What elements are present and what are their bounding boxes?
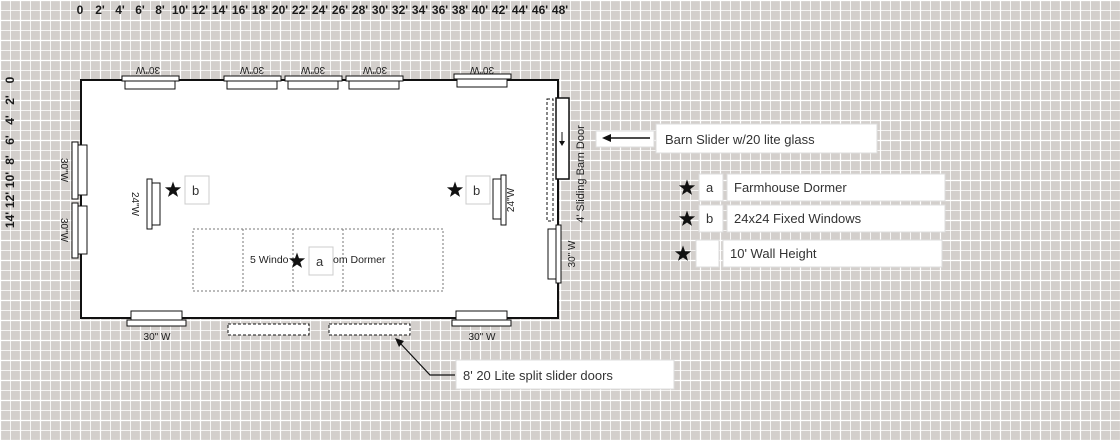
dormer-label-left: 5 Windo	[250, 254, 289, 266]
sliding-barn-door: 4' Sliding Barn Door	[546, 97, 587, 223]
window-bottom-1: 30" W	[126, 310, 187, 343]
window-left-2: 30"W	[58, 202, 88, 259]
top-ruler: 0 2' 4' 6' 8' 10' 12' 14' 16' 18' 20' 22' 24' 26' 28' 3…	[77, 3, 569, 17]
marker-key: a	[316, 254, 324, 269]
ruler-top-label: 44'	[512, 3, 528, 17]
window-label: 30"W	[362, 64, 387, 75]
legend-key: a	[706, 180, 714, 195]
ruler-left-label: 4'	[3, 115, 17, 125]
window-label: 24"W	[506, 187, 517, 212]
window-bottom-2: 30" W	[451, 310, 512, 343]
ruler-top-label: 8'	[155, 3, 165, 17]
star-icon	[164, 181, 182, 197]
ruler-top-label: 40'	[472, 3, 488, 17]
ruler-top-label: 46'	[532, 3, 548, 17]
window-top-5: 30"W	[453, 64, 512, 88]
marker-a-plan: a	[288, 246, 334, 276]
ruler-top-label: 42'	[492, 3, 508, 17]
bottom-windows: 30" W 30" W	[126, 310, 512, 343]
ruler-top-label: 0	[77, 3, 84, 17]
ruler-left-label: 8'	[3, 155, 17, 165]
window-label: 30"W	[300, 64, 325, 75]
ruler-top-label: 32'	[392, 3, 408, 17]
left-windows: 30"W 30"W	[58, 141, 88, 259]
marker-b-left: b	[164, 175, 210, 205]
arrow-icon	[602, 134, 611, 142]
legend-label: 10' Wall Height	[730, 246, 817, 261]
ruler-top-label: 10'	[172, 3, 188, 17]
window-label: 30" W	[567, 240, 578, 267]
legend-row-wall-height: 10' Wall Height	[674, 239, 943, 268]
left-ruler: 0 2' 4' 6' 8' 10' 12' 14'	[3, 76, 17, 228]
window-label: 30"W	[58, 218, 69, 243]
ruler-top-label: 16'	[232, 3, 248, 17]
star-icon	[446, 181, 464, 197]
ruler-left-label: 12'	[3, 192, 17, 208]
window-label: 30"W	[135, 64, 160, 75]
window-top-4: 30"W	[345, 64, 404, 90]
dormer-label-right: om Dormer	[333, 254, 386, 266]
ruler-top-label: 2'	[95, 3, 105, 17]
ruler-top-label: 6'	[135, 3, 145, 17]
interior-window-left: 24"W	[129, 178, 161, 230]
star-icon	[678, 179, 696, 195]
ruler-left-label: 6'	[3, 135, 17, 145]
legend-label: Farmhouse Dormer	[734, 180, 847, 195]
window-label: 24"W	[129, 192, 140, 217]
ruler-top-label: 20'	[272, 3, 288, 17]
window-top-2: 30"W	[223, 64, 282, 90]
slider-doors-note: 8' 20 Lite split slider doors	[463, 368, 613, 383]
ruler-top-label: 12'	[192, 3, 208, 17]
ruler-top-label: 34'	[412, 3, 428, 17]
ruler-top-label: 18'	[252, 3, 268, 17]
legend-key: b	[706, 211, 713, 226]
ruler-left-label: 2'	[3, 95, 17, 105]
ruler-left-label: 14'	[3, 212, 17, 228]
ruler-top-label: 38'	[452, 3, 468, 17]
ruler-top-label: 48'	[552, 3, 568, 17]
legend-row-b: b 24x24 Fixed Windows	[678, 204, 946, 233]
window-label: 30"W	[469, 64, 494, 75]
ruler-top-label: 28'	[352, 3, 368, 17]
window-label: 30"W	[58, 158, 69, 183]
ruler-left-label: 10'	[3, 172, 17, 188]
window-label: 30" W	[469, 332, 496, 343]
arrow-icon	[395, 338, 404, 347]
star-icon	[674, 245, 692, 261]
ruler-top-label: 22'	[292, 3, 308, 17]
marker-b-right: b	[446, 175, 491, 205]
window-left-1: 30"W	[58, 141, 88, 200]
barn-door-label: 4' Sliding Barn Door	[575, 125, 587, 223]
note-barn-slider: Barn Slider w/20 lite glass	[595, 123, 878, 154]
ruler-top-label: 30'	[372, 3, 388, 17]
window-right: 30" W	[547, 224, 578, 284]
window-top-1: 30"W	[121, 64, 180, 90]
ruler-top-label: 26'	[332, 3, 348, 17]
split-slider-doors	[227, 323, 411, 336]
legend-label: 24x24 Fixed Windows	[734, 211, 862, 226]
interior-window-right: 24"W	[492, 174, 517, 226]
top-windows: 30"W 30"W 30"W 30"W 30"W	[121, 64, 512, 90]
window-top-3: 30"W	[284, 64, 343, 90]
ruler-top-label: 14'	[212, 3, 228, 17]
legend: a Farmhouse Dormer b 24x24 Fixed Windows…	[674, 173, 946, 268]
star-icon	[678, 210, 696, 226]
window-label: 30" W	[144, 332, 171, 343]
marker-key: b	[473, 183, 480, 198]
ruler-top-label: 24'	[312, 3, 328, 17]
ruler-left-label: 0	[3, 76, 17, 83]
marker-key: b	[192, 183, 199, 198]
ruler-top-label: 4'	[115, 3, 125, 17]
legend-row-a: a Farmhouse Dormer	[678, 173, 946, 202]
note-slider-doors: 8' 20 Lite split slider doors	[395, 338, 675, 390]
window-label: 30"W	[239, 64, 264, 75]
barn-slider-note: Barn Slider w/20 lite glass	[665, 132, 815, 147]
ruler-top-label: 36'	[432, 3, 448, 17]
star-icon	[288, 252, 306, 268]
